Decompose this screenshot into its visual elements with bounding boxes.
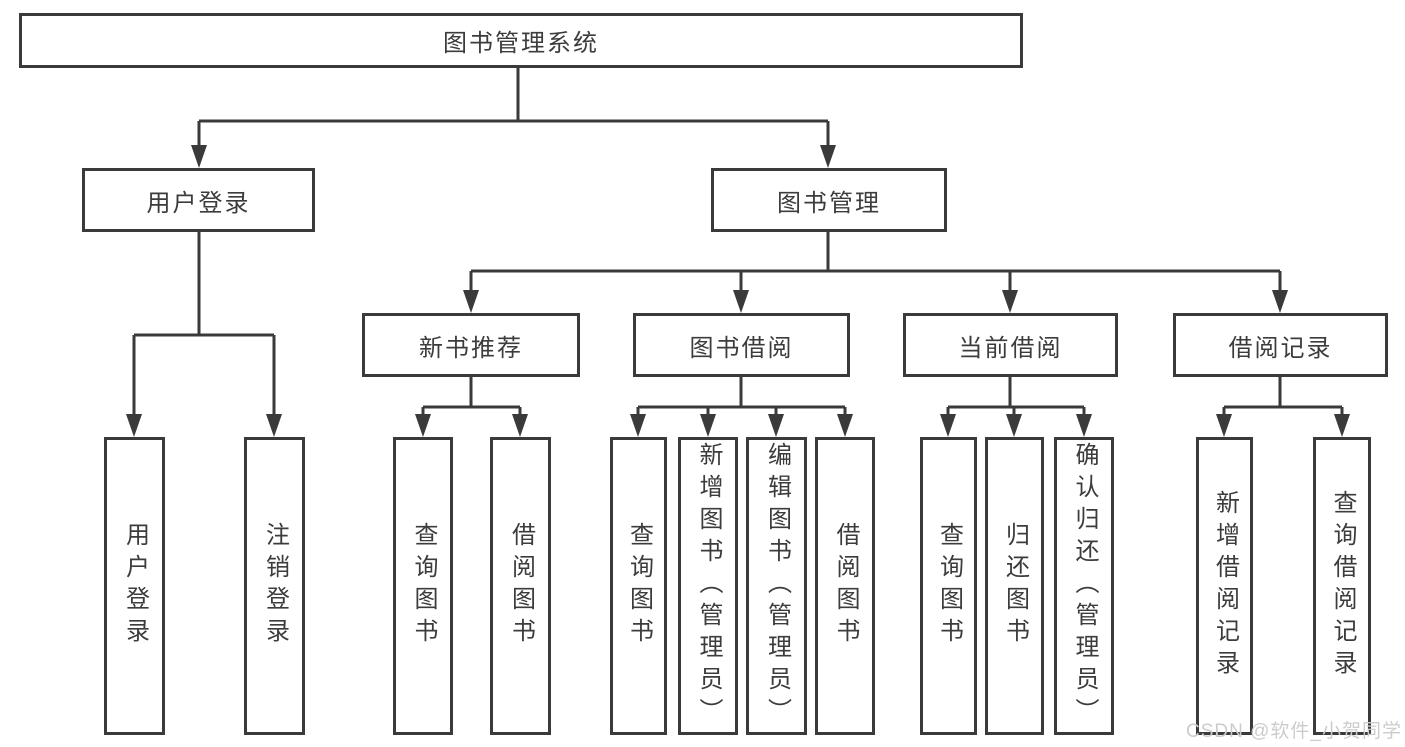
node-library-management-system: 图书管理系统 (19, 13, 1023, 68)
node-book-borrow: 图书借阅 (633, 313, 850, 377)
node-user-login: 用户登录 (82, 168, 315, 232)
node-leaf-br-add-record: 新增借阅记录 (1196, 437, 1253, 735)
node-leaf-bb-query-books: 查询图书 (610, 437, 667, 735)
node-leaf-cb-return-books: 归还图书 (985, 437, 1044, 735)
node-current-borrow: 当前借阅 (903, 313, 1118, 377)
csdn-watermark: CSDN @软件_小贺同学 (1186, 721, 1402, 742)
node-leaf-cb-query-books: 查询图书 (920, 437, 977, 735)
node-leaf-nbr-query-books: 查询图书 (393, 437, 453, 735)
node-leaf-nbr-borrow-books: 借阅图书 (490, 437, 551, 735)
node-leaf-bb-borrow-books: 借阅图书 (815, 437, 875, 735)
node-leaf-cb-confirm-return-admin: 确认归还（管理员） (1054, 437, 1114, 735)
node-leaf-bb-add-books-admin: 新增图书（管理员） (678, 437, 738, 735)
node-book-management: 图书管理 (711, 168, 947, 232)
node-borrow-records: 借阅记录 (1173, 313, 1388, 377)
node-new-book-recommend: 新书推荐 (362, 313, 580, 377)
node-leaf-user-login: 用户登录 (104, 437, 165, 735)
node-leaf-logout: 注销登录 (244, 437, 305, 735)
node-leaf-br-query-record: 查询借阅记录 (1313, 437, 1371, 735)
node-leaf-bb-edit-books-admin: 编辑图书（管理员） (746, 437, 807, 735)
